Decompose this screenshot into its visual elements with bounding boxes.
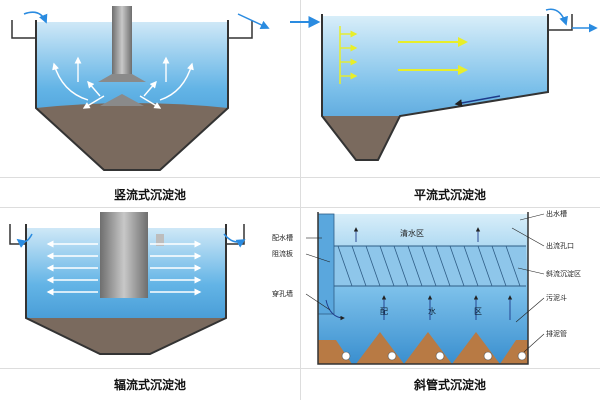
inclined-sludge-pipes <box>341 351 527 361</box>
label-perforated-wall: 穿孔墙 <box>272 289 293 298</box>
inclined-tube-zone <box>334 246 526 286</box>
vertical-reflector <box>100 94 144 106</box>
vertical-inlet-arrow <box>23 11 48 24</box>
panel-inclined-diagram: 配 水 区 清水区 出水槽 出流孔口 斜流沉淀区 污泥斗 排泥管 配水槽 阻流板… <box>272 209 581 365</box>
radial-center-stub <box>156 234 164 246</box>
inclined-tubes <box>337 245 521 287</box>
horizontal-scraper-arrow <box>454 95 501 107</box>
caption-radial: 辐流式沉淀池 <box>113 378 186 392</box>
zone-char-3: 区 <box>474 307 482 316</box>
vertical-tank-sludge <box>36 103 228 170</box>
zone-char-1: 配 <box>380 307 388 316</box>
label-sludge-pipe: 排泥管 <box>546 329 567 338</box>
horizontal-divider-top <box>0 177 600 178</box>
inclined-inlet-arrow <box>325 299 345 321</box>
vertical-tank-wall <box>35 20 229 171</box>
horizontal-inlet-arrows <box>340 30 358 80</box>
vertical-divider <box>300 0 301 400</box>
label-distribution-trough: 配水槽 <box>272 233 293 242</box>
caption-inclined: 斜管式沉淀池 <box>413 378 486 392</box>
caption-horizontal: 平流式沉淀池 <box>413 188 486 202</box>
vertical-center-pipe <box>112 6 132 76</box>
zone-char-2: 水 <box>428 306 436 316</box>
vertical-flow-arrows <box>52 56 194 109</box>
radial-left-channel <box>9 224 26 245</box>
inclined-flow-arrows <box>353 227 513 320</box>
horizontal-divider-mid <box>0 207 600 208</box>
label-outlet-hole: 出流孔口 <box>546 241 574 250</box>
inclined-leader-lines <box>305 213 545 353</box>
horizontal-divider-bottom <box>0 368 600 369</box>
label-clear-water-zone: 清水区 <box>400 228 424 238</box>
panel-vertical-diagram <box>11 6 270 171</box>
panel-horizontal-diagram <box>290 8 598 161</box>
vertical-flare <box>98 74 146 82</box>
vertical-inlet-channel <box>11 20 36 39</box>
panel-radial-diagram <box>9 212 246 355</box>
horizontal-overflow-arrow <box>545 8 568 26</box>
label-inclined-zone: 斜流沉淀区 <box>546 269 581 278</box>
inclined-distribution-trough <box>317 213 335 315</box>
radial-tank-wall <box>25 224 227 355</box>
radial-center-column <box>100 212 148 298</box>
radial-right-overflow <box>223 233 246 248</box>
radial-tank-sludge <box>26 318 226 354</box>
label-sludge-hopper: 污泥斗 <box>546 294 567 302</box>
horizontal-tank-wall <box>321 14 549 161</box>
horizontal-outlet-channel <box>548 14 573 31</box>
vertical-outlet-arrow <box>237 13 270 30</box>
inclined-tank-wall <box>317 212 529 365</box>
horizontal-flow-arrows <box>398 37 468 75</box>
radial-left-overflow <box>16 233 33 248</box>
radial-flow-arrows <box>46 240 202 296</box>
vertical-outlet-channel <box>228 20 253 39</box>
caption-vertical: 竖流式沉淀池 <box>113 188 186 202</box>
label-baffle-plate: 阻流板 <box>272 249 293 258</box>
horizontal-tank-sludge <box>322 116 400 160</box>
label-outlet-trough: 出水槽 <box>546 209 567 218</box>
